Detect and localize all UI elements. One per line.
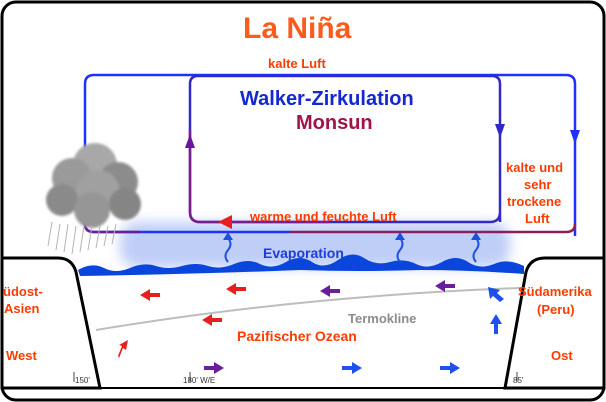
south-america-label-line2: (Peru) — [537, 302, 575, 317]
inner-circulation-left — [188, 130, 330, 224]
evaporation-arrow-2 — [395, 232, 405, 240]
evaporation-glow — [120, 222, 510, 268]
evaporation-label: Evaporation — [263, 245, 344, 261]
dry-air-label-line3: trockene — [507, 194, 562, 209]
tick-label-85: 85' — [513, 376, 524, 385]
rising-arrow-inner — [185, 134, 195, 148]
tick-label-150: 150' — [75, 376, 90, 385]
walker-circulation-label: Walker-Zirkulation — [240, 88, 414, 110]
ocean-surface-wave — [78, 254, 524, 276]
tick-label-180: 180' W/E — [183, 376, 216, 385]
west-label: West — [6, 348, 37, 363]
cold-air-label: kalte Luft — [268, 56, 326, 71]
east-label: Ost — [551, 348, 573, 363]
land-south-america — [503, 256, 606, 390]
outer-circulation-bottom — [290, 223, 577, 234]
warm-air-arrow — [218, 215, 232, 229]
diagram-title: La Niña — [243, 12, 352, 45]
dry-air-label-line1: kalte und — [506, 160, 564, 175]
south-america-label-line1: Südamerika — [518, 284, 592, 299]
thermocline-label: Termokline — [348, 311, 417, 326]
evaporation-arrow-3 — [471, 232, 481, 240]
rain-cloud — [46, 143, 141, 255]
southeast-asia-label-line2: Asien — [4, 301, 40, 316]
warm-air-label: warme und feuchte Luft — [250, 209, 397, 224]
ocean-current-arrows — [118, 280, 504, 374]
land-southeast-asia — [0, 256, 102, 390]
evaporation-arrow-1 — [223, 232, 233, 240]
southeast-asia-label-line1: üdost- — [3, 284, 43, 299]
inner-circulation-loop — [188, 74, 502, 224]
dry-air-label-line4: Luft — [525, 211, 550, 226]
descending-arrow-outer — [570, 130, 580, 144]
thermocline-line — [95, 287, 521, 331]
dry-air-label-line2: sehr — [524, 177, 552, 192]
monsoon-label: Monsun — [296, 112, 373, 134]
descending-arrow-inner — [495, 124, 505, 138]
pacific-ocean-label: Pazifischer Ozean — [237, 328, 357, 344]
evaporation-squiggles — [224, 237, 480, 263]
